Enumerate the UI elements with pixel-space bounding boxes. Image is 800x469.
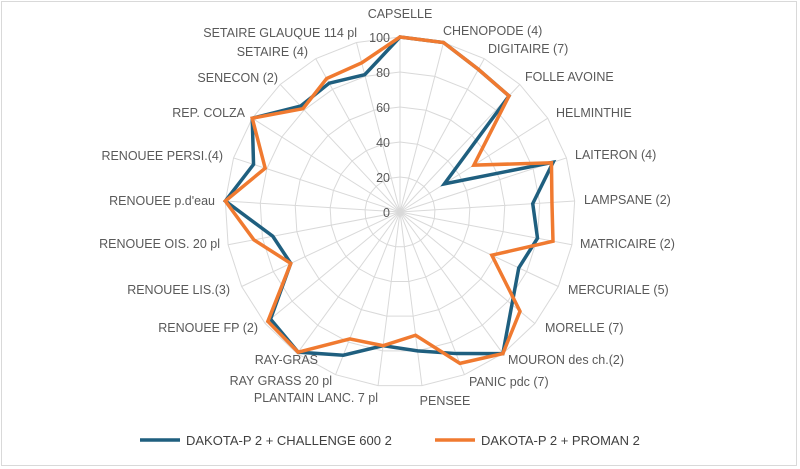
spoke: [399, 42, 445, 213]
category-label: LAMPSANE (2): [584, 193, 671, 207]
category-label: RAY-GRAS: [255, 353, 318, 367]
spoke: [399, 200, 575, 213]
tick-labels: 0 20 40 60 80 100: [369, 31, 390, 220]
legend-label: DAKOTA-P 2 + CHALLENGE 600 2: [186, 433, 392, 448]
tick-label: 0: [383, 206, 390, 220]
tick-label: 60: [376, 101, 390, 115]
tick-label: 80: [376, 66, 390, 80]
spoke: [399, 58, 485, 213]
tick-label: 20: [376, 171, 390, 185]
grid-ring: [329, 141, 471, 282]
spoke: [399, 157, 567, 213]
category-label: REP. COLZA: [172, 106, 245, 120]
category-label: MERCURIALE (5): [568, 283, 669, 297]
spoke: [399, 211, 465, 375]
category-labels: CAPSELLE CHENOPODE (4) DIGITAIRE (7) FOLLE …: [99, 7, 675, 408]
category-label: SENECON (2): [197, 71, 278, 85]
category-label: HELMINTHIE: [556, 106, 632, 120]
grid-ring: [224, 36, 576, 387]
spoke: [399, 211, 559, 287]
category-label: CHENOPODE (4): [443, 24, 542, 38]
grid-ring: [364, 176, 436, 248]
spoke: [355, 42, 401, 213]
category-label: SETAIRE GLAUQUE 114 pl: [203, 26, 357, 40]
category-label: MATRICAIRE (2): [580, 237, 675, 251]
grid: [224, 36, 576, 387]
category-label: RAY GRASS 20 pl: [230, 374, 332, 388]
category-label: RENOUEE p.d'eau: [109, 194, 215, 208]
legend-label: DAKOTA-P 2 + PROMAN 2: [481, 433, 640, 448]
spoke: [225, 200, 401, 213]
grid-ring: [259, 71, 541, 352]
category-label: MORELLE (7): [545, 321, 624, 335]
category-label: RENOUEE OIS. 20 pl: [99, 237, 220, 251]
spoke: [233, 157, 401, 213]
category-label: RENOUEE FP (2): [158, 321, 258, 335]
category-label: FOLLE AVOINE: [525, 70, 614, 84]
spoke: [377, 211, 401, 386]
spoke: [335, 211, 401, 375]
category-label: LAITERON (4): [575, 148, 656, 162]
spoke: [399, 211, 423, 386]
category-label: RENOUEE PERSI.(4): [101, 149, 223, 163]
spoke: [241, 211, 401, 287]
category-label: RENOUEE LIS.(3): [127, 283, 230, 297]
category-label: PLANTAIN LANC. 7 pl: [254, 391, 378, 405]
category-label: DIGITAIRE (7): [488, 42, 568, 56]
spoke: [251, 117, 401, 213]
category-label: MOURON des ch.(2): [508, 353, 624, 367]
spoke: [264, 211, 401, 324]
spoke: [399, 211, 572, 246]
spoke: [228, 211, 401, 246]
tick-label: 40: [376, 136, 390, 150]
tick-label: 100: [369, 31, 390, 45]
series-line-2: [222, 35, 555, 366]
grid-ring: [294, 106, 506, 317]
category-label: PANIC pdc (7): [469, 375, 549, 389]
legend: DAKOTA-P 2 + CHALLENGE 600 2 DAKOTA-P 2 +…: [140, 433, 640, 448]
series-layer: [222, 35, 557, 366]
category-label: CAPSELLE: [368, 7, 433, 21]
category-label: PENSEE: [420, 394, 471, 408]
category-label: SETAIRE (4): [237, 45, 308, 59]
spoke: [296, 211, 401, 354]
spoke: [399, 211, 504, 354]
